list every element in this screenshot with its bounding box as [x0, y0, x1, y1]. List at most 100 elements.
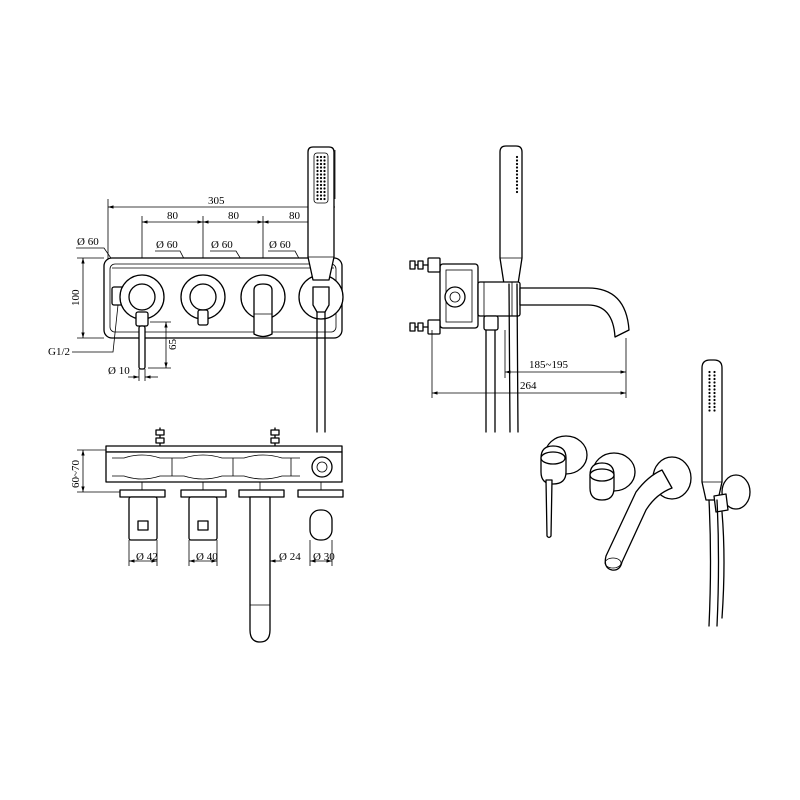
diameter-spout: Ø 24 — [279, 551, 301, 563]
spray-hole-dot — [323, 162, 326, 166]
spray-holes — [708, 370, 716, 412]
spray-hole-dot — [713, 405, 716, 409]
iso-handle-cap-1 — [540, 451, 566, 465]
bolt-nut — [155, 429, 165, 436]
spray-hole-dot — [708, 398, 711, 402]
spray-hole-dot — [708, 402, 711, 405]
spray-hole-dot — [515, 187, 519, 190]
bolt-nut — [155, 437, 165, 444]
spray-hole-dot — [316, 169, 319, 173]
spray-hole-dot — [708, 370, 711, 374]
spray-holes — [515, 155, 519, 194]
diameter-plate-4: Ø 60 — [269, 239, 291, 251]
lever-base-1 — [135, 311, 149, 327]
spray-hole-dot — [713, 377, 716, 381]
spray-hole-dot — [323, 187, 326, 190]
bolt-nut — [270, 429, 280, 436]
fixing-bracket — [427, 257, 441, 273]
spray-hole-dot — [713, 374, 716, 377]
plate-top-edge — [105, 445, 343, 453]
diameter-handle-1: Ø 42 — [136, 551, 158, 563]
spray-hole-dot — [713, 402, 716, 405]
dimension-spacing-3: 80 — [289, 210, 301, 222]
spray-hole-dot — [319, 155, 323, 159]
iso-shower-holder — [713, 493, 729, 513]
spray-hole-dot — [316, 183, 319, 187]
handle-body-1 — [128, 496, 158, 541]
spray-hole-dot — [515, 190, 519, 194]
bolt-nut — [409, 322, 416, 332]
bolt-nut — [417, 322, 424, 332]
spray-hole-dot — [316, 173, 319, 176]
spray-hole-dot — [713, 398, 716, 402]
spray-hole-dot — [323, 166, 326, 169]
side-view: 185~195 264 — [409, 145, 630, 433]
diameter-lever: Ø 10 — [108, 365, 130, 377]
spray-hole-dot — [319, 197, 323, 201]
spray-hole-dot — [323, 173, 326, 176]
diameter-plate-3: Ø 60 — [211, 239, 233, 251]
iso-hose — [721, 511, 725, 619]
spray-hole-dot — [708, 391, 711, 395]
dimension-depth: 60~70 — [70, 460, 82, 488]
cover-plate-edge-4 — [297, 489, 344, 498]
spray-hole-dot — [713, 409, 716, 412]
spray-hole-dot — [515, 176, 519, 180]
spray-hole-dot — [316, 180, 319, 183]
spray-hole-dot — [515, 180, 519, 183]
spray-hole-dot — [316, 197, 319, 201]
hose-connector — [483, 315, 499, 331]
hose-outlet-top — [309, 509, 333, 541]
handle-lever-stub-1 — [137, 520, 149, 531]
spray-hole-dot — [319, 194, 323, 197]
spray-holes — [316, 155, 326, 201]
spray-hole-dot — [319, 190, 323, 194]
dimension-height: 100 — [70, 289, 82, 306]
dimension-lever: 65 — [167, 339, 179, 351]
leader-line-thread — [72, 304, 119, 353]
hose-line — [508, 283, 511, 433]
hand-shower-front — [307, 146, 335, 281]
spray-hole-dot — [515, 166, 519, 169]
spray-hole-dot — [515, 162, 519, 166]
iso-handle-cap-2 — [589, 468, 615, 482]
bolt-nut — [409, 260, 416, 270]
outlet-port — [311, 456, 333, 478]
diameter-handle-2: Ø 40 — [196, 551, 218, 563]
fixing-bracket — [427, 319, 441, 335]
spray-hole-dot — [713, 384, 716, 388]
diameter-plate-2: Ø 60 — [156, 239, 178, 251]
thread-size: G1/2 — [48, 346, 70, 358]
isometric-view — [540, 359, 751, 627]
handle-cap-1 — [128, 283, 156, 311]
front-view: 305 80 80 80 Ø 60 Ø 60 Ø 60 Ø 60 100 G1/… — [48, 146, 344, 433]
hose-line — [516, 283, 519, 433]
spray-hole-dot — [708, 384, 711, 388]
spray-hole-dot — [708, 381, 711, 384]
hose-outlet — [312, 286, 330, 313]
bolt-nut — [417, 260, 424, 270]
spray-hole-dot — [515, 155, 519, 159]
spray-hole-dot — [316, 187, 319, 190]
spray-hole-dot — [323, 197, 326, 201]
spray-hole-dot — [708, 374, 711, 377]
spray-hole-dot — [708, 395, 711, 398]
iso-hand-shower — [701, 359, 723, 501]
spray-hole-dot — [316, 155, 319, 159]
lever-2 — [197, 309, 209, 326]
valve-port-inner — [449, 291, 461, 303]
spray-hole-dot — [316, 159, 319, 162]
spray-hole-dot — [323, 190, 326, 194]
spray-hole-dot — [323, 176, 326, 180]
spray-hole-dot — [708, 388, 711, 391]
top-view: 60~70 Ø 42 Ø 40 Ø 24 Ø 30 — [70, 427, 344, 643]
spray-hole-dot — [515, 159, 519, 162]
spray-hole-dot — [316, 166, 319, 169]
valve-housing-contour — [112, 454, 300, 459]
spray-hole-dot — [323, 183, 326, 187]
iso-hose — [716, 499, 720, 627]
handle-body-2 — [188, 496, 218, 541]
spray-hole-dot — [316, 194, 319, 197]
diameter-hose-outlet: Ø 30 — [313, 551, 335, 563]
